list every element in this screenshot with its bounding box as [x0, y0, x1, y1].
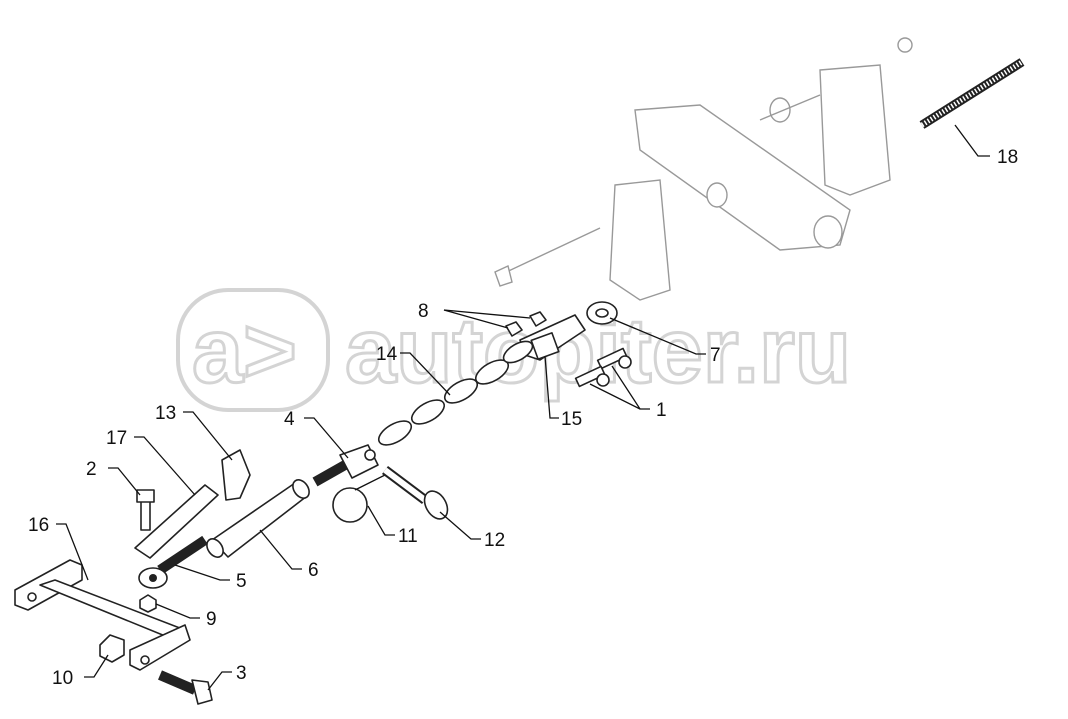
callout-6: 6	[308, 560, 319, 581]
part-12-pin	[382, 466, 449, 520]
part-3-bolt	[158, 670, 213, 705]
callout-12: 12	[484, 530, 505, 551]
part-5-eye-bolt	[138, 535, 208, 589]
callout-14: 14	[376, 344, 398, 365]
tractor-hitch-frame	[494, 37, 913, 301]
watermark-logo	[176, 288, 330, 412]
part-13-clip	[221, 449, 251, 501]
part-1-bolts	[574, 347, 632, 388]
callout-15: 15	[561, 409, 582, 430]
callout-9: 9	[206, 609, 217, 630]
part-10-nut	[99, 634, 125, 663]
part-14-chain	[377, 340, 534, 446]
callout-3: 3	[236, 663, 247, 684]
callout-2: 2	[86, 459, 97, 480]
callout-8: 8	[418, 301, 429, 322]
callout-labels: 1 2 3 4 5 6 7 8 9 10 11 12 13 14 15 16 1…	[28, 147, 1018, 689]
callout-13: 13	[155, 403, 176, 424]
part-11-ring	[332, 487, 368, 523]
callout-11: 11	[398, 526, 418, 547]
part-18-threaded-rod	[919, 58, 1025, 129]
callout-17: 17	[106, 428, 127, 449]
leader-lines	[56, 124, 990, 691]
callout-4: 4	[284, 409, 295, 430]
part-17-plate	[134, 484, 219, 559]
callout-7: 7	[710, 345, 721, 366]
watermark-logo-text: a>	[192, 300, 297, 402]
callout-1: 1	[656, 400, 667, 421]
callout-5: 5	[236, 571, 247, 592]
part-4-clevis	[312, 444, 379, 487]
callout-16: 16	[28, 515, 49, 536]
callout-18: 18	[997, 147, 1018, 168]
callout-10: 10	[52, 668, 73, 689]
part-16-drawbar	[14, 559, 191, 671]
part-8-nut	[529, 311, 547, 327]
part-2-bolt	[136, 489, 155, 531]
part-9-nut	[139, 594, 157, 613]
